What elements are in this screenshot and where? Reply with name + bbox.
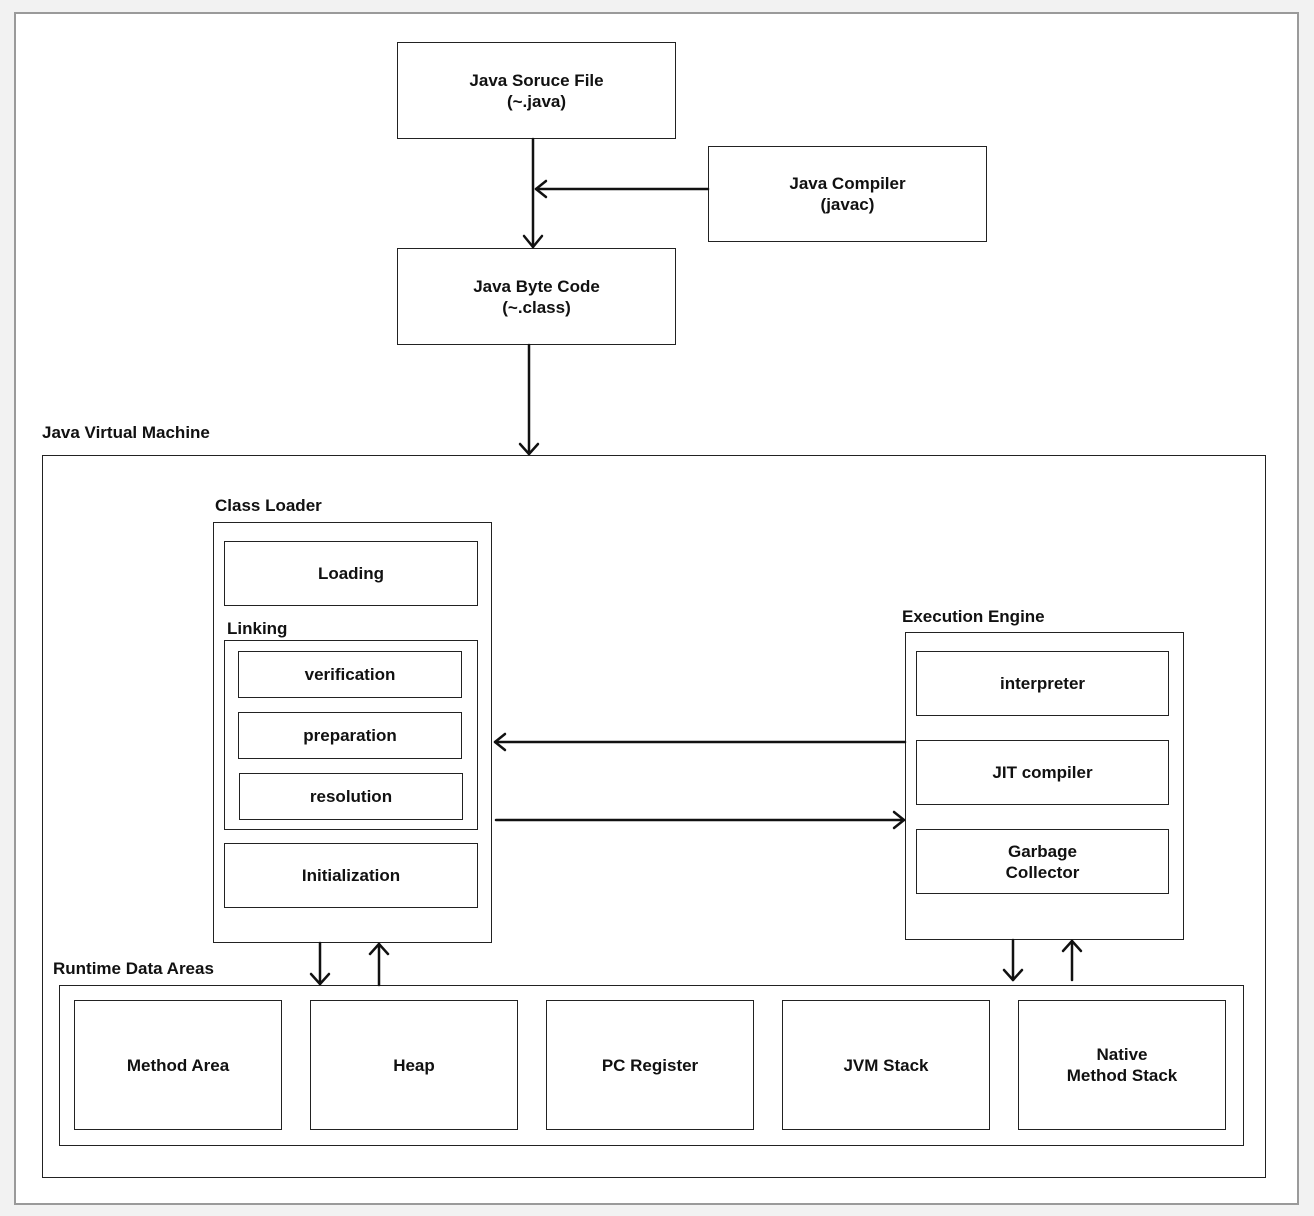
class-loader-title: Class Loader	[215, 496, 322, 515]
linking-container	[224, 640, 478, 830]
method-area-box: Method Area	[74, 1000, 282, 1130]
jit-compiler-box: JIT compiler	[916, 740, 1169, 805]
java-byte-code-box: Java Byte Code (~.class)	[397, 248, 676, 345]
initialization-box: Initialization	[224, 843, 478, 908]
resolution-box: resolution	[239, 773, 463, 820]
jvm-stack-box: JVM Stack	[782, 1000, 990, 1130]
pc-register-box: PC Register	[546, 1000, 754, 1130]
preparation-box: preparation	[238, 712, 462, 759]
heap-box: Heap	[310, 1000, 518, 1130]
interpreter-box: interpreter	[916, 651, 1169, 716]
runtime-data-areas-container	[59, 985, 1244, 1146]
java-compiler-box: Java Compiler (javac)	[708, 146, 987, 242]
native-method-stack-box: Native Method Stack	[1018, 1000, 1226, 1130]
verification-box: verification	[238, 651, 462, 698]
java-source-file-box: Java Soruce File (~.java)	[397, 42, 676, 139]
linking-title: Linking	[227, 619, 288, 638]
jvm-container	[42, 455, 1266, 1178]
jvm-title: Java Virtual Machine	[42, 423, 210, 442]
garbage-collector-box: Garbage Collector	[916, 829, 1169, 894]
execution-engine-container	[905, 632, 1184, 940]
class-loader-container	[213, 522, 492, 943]
loading-box: Loading	[224, 541, 478, 606]
runtime-data-areas-title: Runtime Data Areas	[53, 959, 214, 978]
execution-engine-title: Execution Engine	[902, 607, 1045, 626]
